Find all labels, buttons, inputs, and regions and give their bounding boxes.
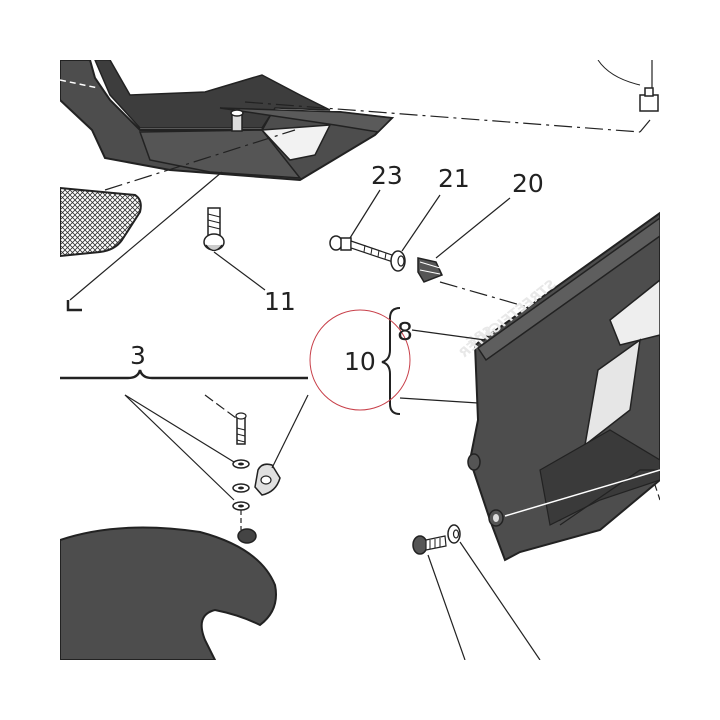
bottom-washer: [447, 524, 541, 660]
washer-21: [390, 194, 441, 272]
highlight-circle: [309, 309, 411, 411]
upper-fairing-panel: [60, 60, 395, 182]
label-10: 10: [344, 347, 376, 376]
brace-leaders: [399, 329, 486, 404]
label-3: 3: [130, 341, 146, 370]
bolt-23: [329, 189, 396, 263]
screw-11: [203, 207, 266, 291]
mesh-grille: [60, 186, 142, 258]
nut-20: [417, 197, 511, 283]
part-3-bracket: [60, 369, 308, 380]
upper-leader-lines: [66, 101, 651, 312]
bottom-screw: [412, 535, 466, 660]
upper-panel-stud: [230, 109, 244, 132]
label-11: 11: [264, 287, 296, 316]
part-10-brace: [381, 307, 401, 415]
top-right-clip: [597, 60, 659, 112]
part-3-leaders: [124, 394, 309, 501]
part-3-hardware: [204, 394, 281, 530]
label-20: 20: [512, 169, 544, 198]
label-8: 8: [397, 317, 413, 346]
label-21: 21: [438, 164, 470, 193]
side-fairing-panel: STREETFIGHTER SBE: [457, 211, 660, 562]
lower-fender-panel: [60, 526, 277, 660]
label-23: 23: [371, 161, 403, 190]
